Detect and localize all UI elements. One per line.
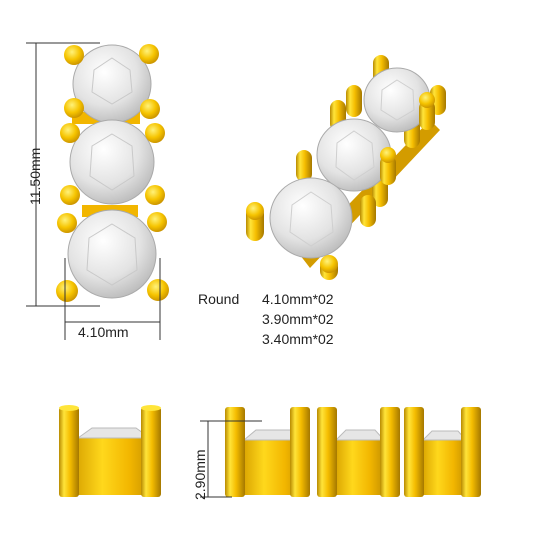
- width-dimension: [64, 258, 161, 340]
- prong: [147, 212, 167, 232]
- prong: [290, 407, 310, 497]
- prong: [145, 185, 165, 205]
- prongs-perspective-front: [246, 92, 435, 280]
- diamond-middle: [69, 119, 155, 205]
- prong: [64, 45, 84, 65]
- prong: [461, 407, 481, 497]
- prong: [59, 407, 79, 497]
- stone-size-1: 4.10mm*02: [262, 291, 334, 307]
- depth-label: 2.90mm: [192, 449, 208, 500]
- side-view-left: [59, 405, 161, 497]
- prong-top: [246, 202, 264, 220]
- height-label: 11.50mm: [27, 148, 43, 205]
- prong: [419, 100, 435, 130]
- stone-crown: [76, 427, 152, 439]
- stone-shape-label: Round: [198, 291, 239, 307]
- prong: [360, 195, 376, 227]
- stone-size-3: 3.40mm*02: [262, 331, 334, 347]
- stone-size-2: 3.90mm*02: [262, 311, 334, 327]
- depth-dimension: [200, 420, 262, 498]
- cup: [335, 440, 385, 495]
- prong: [60, 123, 80, 143]
- prong: [317, 407, 337, 497]
- prong: [140, 99, 160, 119]
- front-view: 11.50mm 4.10mm: [26, 42, 169, 340]
- side-view-right: 2.90mm: [192, 407, 481, 500]
- prong: [139, 44, 159, 64]
- prong-tip: [59, 405, 79, 411]
- prong-tip: [141, 405, 161, 411]
- prongs-front: [56, 44, 169, 302]
- prong-top: [380, 147, 396, 163]
- perspective-view: [246, 55, 446, 280]
- prong-top: [320, 255, 338, 273]
- diamond-large: [269, 177, 353, 259]
- prong: [145, 123, 165, 143]
- prong: [57, 213, 77, 233]
- facet-lines: [289, 79, 415, 247]
- prong: [380, 155, 396, 185]
- prong: [141, 407, 161, 497]
- prong: [225, 407, 245, 497]
- height-dimension: [26, 42, 100, 307]
- stone-crown: [421, 430, 468, 441]
- prong: [346, 85, 362, 117]
- prong: [380, 407, 400, 497]
- diamond-top: [72, 44, 152, 124]
- cup: [422, 440, 467, 495]
- prong: [64, 98, 84, 118]
- prong: [60, 185, 80, 205]
- cup: [75, 437, 153, 495]
- width-label: 4.10mm: [78, 324, 129, 340]
- prong: [296, 150, 312, 182]
- stone-info: Round 4.10mm*02 3.90mm*02 3.40mm*02: [198, 291, 334, 347]
- facet-lines: [86, 57, 138, 286]
- stone-crown: [334, 429, 386, 441]
- prong: [147, 279, 169, 301]
- prong: [56, 280, 78, 302]
- diamond-bottom: [67, 209, 157, 299]
- prong: [404, 407, 424, 497]
- prong-top: [419, 92, 435, 108]
